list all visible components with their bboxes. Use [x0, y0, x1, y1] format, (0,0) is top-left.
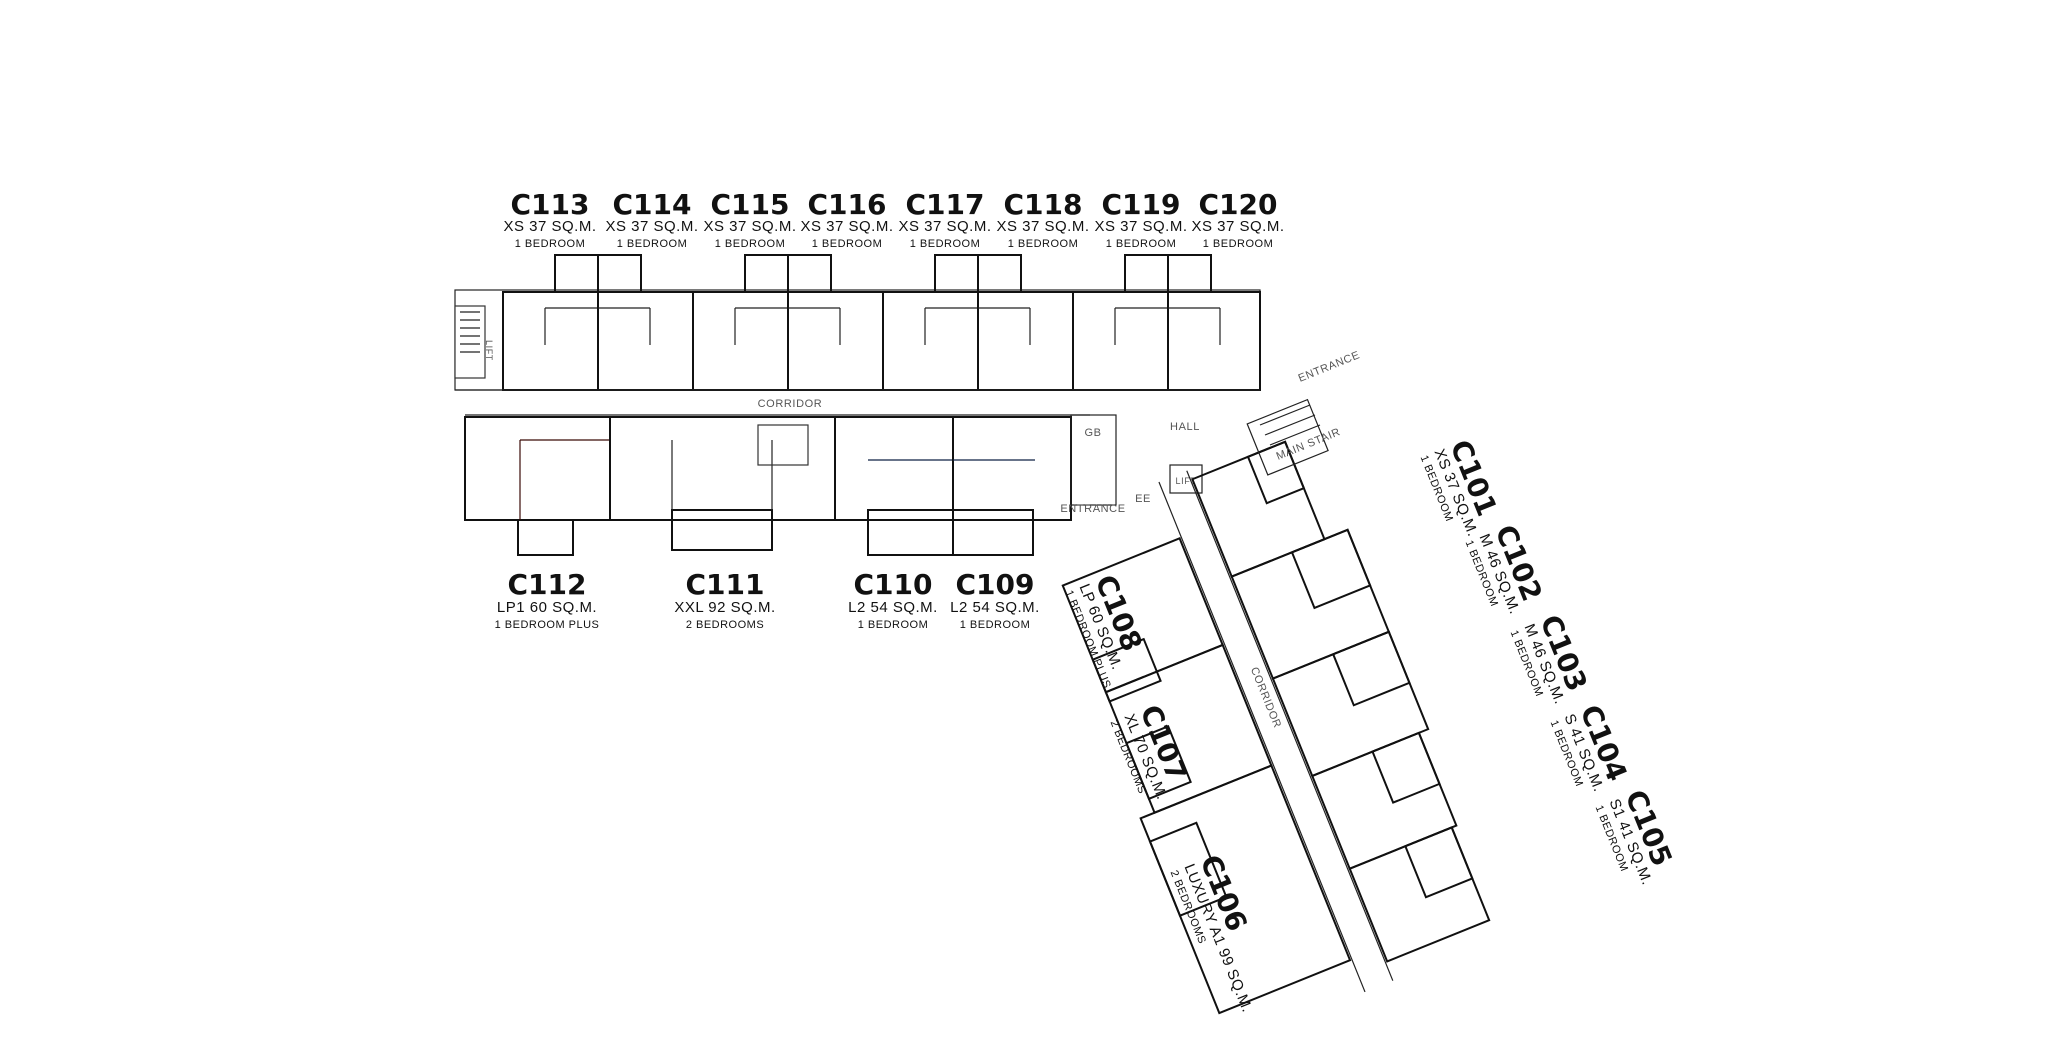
unit-c102[interactable] — [1230, 528, 1391, 680]
label-c101: C101 XS 37 SQ.M. 1 BEDROOM — [1418, 435, 1504, 539]
c115-bedrooms: 1 BEDROOM — [715, 238, 786, 250]
labels-bottom-row: C112 LP1 60 SQ.M. 1 BEDROOM PLUS C111 XX… — [495, 568, 1040, 631]
c117-size: XS 37 SQ.M. — [898, 218, 991, 235]
label-c115: C115 XS 37 SQ.M. 1 BEDROOM — [703, 188, 796, 250]
c114-bedrooms: 1 BEDROOM — [617, 238, 688, 250]
label-c113: C113 XS 37 SQ.M. 1 BEDROOM — [503, 188, 596, 250]
entrance-mid-label: ENTRANCE — [1060, 503, 1125, 515]
c120-bedrooms: 1 BEDROOM — [1203, 238, 1274, 250]
c119-size: XS 37 SQ.M. — [1094, 218, 1187, 235]
corridor-label-top: CORRIDOR — [758, 398, 823, 410]
c117-code: C117 — [906, 188, 985, 221]
top-units — [502, 254, 1261, 391]
c109-size: L2 54 SQ.M. — [950, 599, 1040, 616]
unit-c115[interactable] — [692, 254, 789, 391]
c118-size: XS 37 SQ.M. — [996, 218, 1089, 235]
c116-size: XS 37 SQ.M. — [800, 218, 893, 235]
unit-c120[interactable] — [1167, 254, 1261, 391]
c119-bedrooms: 1 BEDROOM — [1106, 238, 1177, 250]
c110-bedrooms: 1 BEDROOM — [858, 619, 929, 631]
label-c114: C114 XS 37 SQ.M. 1 BEDROOM — [605, 188, 698, 250]
c116-bedrooms: 1 BEDROOM — [812, 238, 883, 250]
label-c116: C116 XS 37 SQ.M. 1 BEDROOM — [800, 188, 893, 250]
unit-c114[interactable] — [597, 254, 694, 391]
c117-bedrooms: 1 BEDROOM — [910, 238, 981, 250]
c110-size: L2 54 SQ.M. — [848, 599, 938, 616]
c111-size: XXL 92 SQ.M. — [674, 599, 775, 616]
c112-size: LP1 60 SQ.M. — [497, 599, 597, 616]
c120-code: C120 — [1199, 188, 1278, 221]
unit-c113[interactable] — [502, 254, 599, 391]
label-c112: C112 LP1 60 SQ.M. 1 BEDROOM PLUS — [495, 568, 600, 631]
label-c105: C105 S1 41 SQ.M. 1 BEDROOM — [1593, 785, 1679, 887]
c120-size: XS 37 SQ.M. — [1191, 218, 1284, 235]
unit-c110[interactable] — [834, 416, 954, 556]
unit-c118[interactable] — [977, 254, 1074, 391]
c113-bedrooms: 1 BEDROOM — [515, 238, 586, 250]
unit-c101[interactable] — [1191, 440, 1326, 578]
c112-code: C112 — [508, 568, 587, 601]
unit-c117[interactable] — [882, 254, 979, 391]
c115-code: C115 — [711, 188, 790, 221]
lift-mid-label: LIFT — [1176, 476, 1197, 486]
gb-label: GB — [1084, 427, 1101, 439]
unit-c106[interactable] — [1139, 764, 1352, 1015]
label-c104: C104 S 41 SQ.M. 1 BEDROOM — [1548, 700, 1634, 794]
label-c120: C120 XS 37 SQ.M. 1 BEDROOM — [1191, 188, 1284, 250]
main-stair-label: MAIN STAIR — [1275, 426, 1343, 463]
c112-bedrooms: 1 BEDROOM PLUS — [495, 619, 600, 631]
main-stair-area: MAIN STAIR ENTRANCE LIFT — [484, 340, 1362, 476]
top-wing-outline — [454, 289, 1261, 391]
c115-size: XS 37 SQ.M. — [703, 218, 796, 235]
lift-box — [1169, 464, 1203, 494]
label-c102: C102 M 46 SQ.M. 1 BEDROOM — [1463, 520, 1549, 616]
c114-code: C114 — [613, 188, 692, 221]
unit-c111[interactable] — [609, 416, 836, 551]
label-c117: C117 XS 37 SQ.M. 1 BEDROOM — [898, 188, 991, 250]
c118-code: C118 — [1004, 188, 1083, 221]
unit-c103[interactable] — [1271, 630, 1430, 778]
label-c119: C119 XS 37 SQ.M. 1 BEDROOM — [1094, 188, 1187, 250]
ee-label: EE — [1135, 493, 1151, 505]
labels-top-row: C113 XS 37 SQ.M. 1 BEDROOM C114 XS 37 SQ… — [503, 188, 1284, 250]
c119-code: C119 — [1102, 188, 1181, 221]
c109-bedrooms: 1 BEDROOM — [960, 619, 1031, 631]
unit-c116[interactable] — [787, 254, 884, 391]
label-c118: C118 XS 37 SQ.M. 1 BEDROOM — [996, 188, 1089, 250]
unit-c104[interactable] — [1310, 731, 1458, 870]
unit-c109[interactable] — [952, 416, 1072, 556]
stair-left — [454, 305, 486, 379]
c110-code: C110 — [854, 568, 933, 601]
unit-c119[interactable] — [1072, 254, 1169, 391]
label-c109: C109 L2 54 SQ.M. 1 BEDROOM — [950, 568, 1040, 631]
label-c108: C108 LP 60 SQ.M. 1 BEDROOM PLUS — [1063, 570, 1149, 690]
label-c111: C111 XXL 92 SQ.M. 2 BEDROOMS — [674, 568, 775, 631]
diag-corridor-line-b — [1186, 470, 1394, 981]
c111-code: C111 — [686, 568, 765, 601]
c113-size: XS 37 SQ.M. — [503, 218, 596, 235]
c114-size: XS 37 SQ.M. — [605, 218, 698, 235]
c111-bedrooms: 2 BEDROOMS — [686, 619, 764, 631]
c116-code: C116 — [808, 188, 887, 221]
lift-top-label: LIFT — [484, 340, 494, 361]
label-c110: C110 L2 54 SQ.M. 1 BEDROOM — [848, 568, 938, 631]
c109-code: C109 — [956, 568, 1035, 601]
unit-c112[interactable] — [464, 416, 611, 556]
top-wing: CORRIDOR GB HALL ENTRANCE — [454, 254, 1261, 556]
hall-label: HALL — [1170, 421, 1200, 433]
diagonal-wing: CORRIDOR — [1061, 440, 1491, 1015]
lobby-box — [1070, 414, 1117, 506]
entrance-top-label: ENTRANCE — [1297, 349, 1362, 385]
c113-code: C113 — [511, 188, 590, 221]
label-c103: C103 M 46 SQ.M. 1 BEDROOM — [1508, 610, 1594, 706]
unit-c105[interactable] — [1348, 826, 1491, 963]
diag-corridor-line-a — [1158, 481, 1366, 993]
label-c107: C107 XL 70 SQ.M. 2 BEDROOMS — [1108, 700, 1194, 802]
c118-bedrooms: 1 BEDROOM — [1008, 238, 1079, 250]
